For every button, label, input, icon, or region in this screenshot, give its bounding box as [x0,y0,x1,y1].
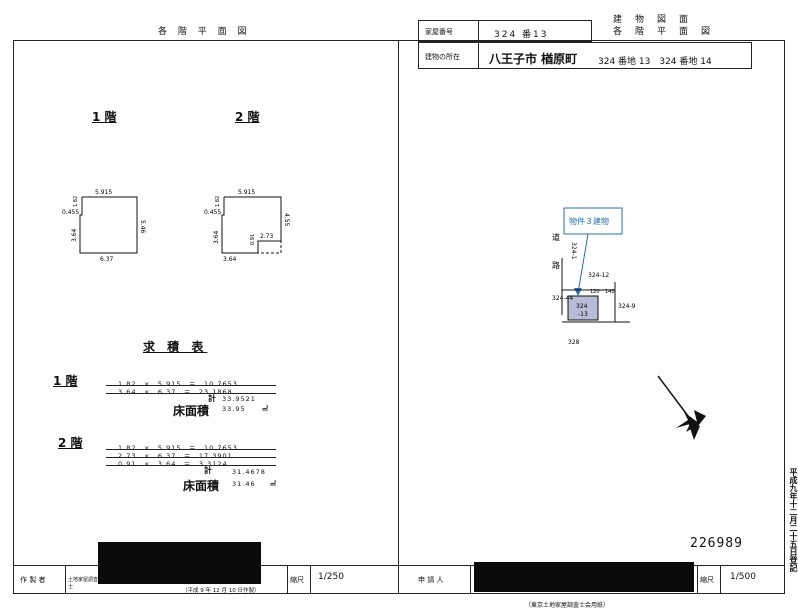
footer-right-divider-3 [720,565,721,594]
footer-left-divider-2 [287,565,288,594]
area-floor2-rule1 [106,449,276,450]
footer-left-divider-1 [65,565,66,594]
callout-arrowhead [574,288,582,296]
floor-plans: 5.915 1.82 0.455 5.46 3.64 6.37 5.915 1.… [62,189,290,263]
dim-140: 140 [605,289,615,295]
area-floor1-total-value: 33.9521 [222,395,256,403]
f2-dim-top: 5.915 [238,189,255,196]
area-floor2-floor-area-value: 31.46 [232,480,256,488]
f2-dim-notch: 0.455 [204,209,221,216]
property-label-2: -13 [578,311,588,318]
house-number-box [418,20,592,42]
footer-caption: （東京土地家屋調査士会用紙） [525,602,610,609]
site-map: 物件３建物 道 路 324-1 324-12 324-44 324-9 328 … [552,207,636,346]
location-box [418,42,752,69]
area-floor2-label: 2 階 [58,436,83,450]
footer-left-divider-3 [310,565,311,594]
f2-dim-inner-v: 0.91 [250,234,256,245]
area-floor1-row2: 3.64 × 6.37 ＝ 23.1868 [118,388,233,396]
floor2-label: 2 階 [235,110,260,124]
lot-324-44: 324-44 [552,295,573,302]
floor1-plan [79,196,138,254]
callout-box [563,207,623,235]
f1-dim-notch: 0.455 [62,209,79,216]
maker-date-note: （平成 9 年 12 月 10 日作製） [182,588,260,594]
location-value: 八王子市 楢原町 [489,52,578,66]
right-sheet-title-1: 建 物 図 面 [613,15,691,25]
area-floor1-floor-area-value: 33.95 [222,405,246,413]
road-label-1: 道 [552,232,560,242]
f2-dim-bottom: 3.64 [223,256,237,263]
dim-120: 120 [590,289,600,295]
f2-dim-left-top: 1.82 [215,196,221,207]
f1-dim-bottom: 6.37 [100,256,114,263]
registration-stamp: 平成九年十二月二十五日登記 [789,468,798,572]
area-floor2-row2: 2.73 × 6.37 ＝ 17.3901 [118,452,233,460]
lot-324-9: 324-9 [618,303,636,310]
footer-right-divider-1 [470,565,471,594]
house-number-label: 家屋番号 [425,28,453,36]
f1-dim-right: 5.46 [139,220,146,234]
property-parcel [567,295,599,321]
area-floor2-floor-area-label: 床面積 [183,479,220,493]
house-number-value: 324 番13 [494,30,549,40]
area-floor1-unit: ㎡ [262,406,269,413]
footer-line [13,565,785,566]
north-arrow-icon [657,375,706,440]
area-floor1-row1: 1.82 × 5.915 ＝ 10.7653 [118,380,238,388]
applicant-label: 申 請 人 [418,576,444,584]
f2-dim-inner-h: 2.73 [260,233,274,240]
area-floor1-rule2 [106,393,276,394]
scale-label-right: 縮尺 [700,576,714,584]
floor2-plan [221,196,282,254]
scale-label-left: 縮尺 [290,576,304,584]
area-floor2-total-label: 計 [204,466,212,475]
house-number-divider [478,20,479,69]
maker-label: 作 製 者 [20,576,46,584]
floor1-outline [79,196,138,254]
floor2-dashed [257,241,282,254]
drawing-frame [13,40,785,594]
f2-dim-right: 4.55 [283,213,290,227]
applicant-redaction [474,562,694,592]
f1-dim-left-top: 1.82 [73,196,79,207]
callout-arrow [577,233,589,294]
location-label: 建物の所在 [425,53,460,61]
registration-number: 226989 [690,536,743,551]
area-floor2-rule3 [106,465,276,466]
lot-324-12: 324-12 [588,272,609,279]
area-floor2-unit: ㎡ [270,481,277,488]
area-floor2-total-value: 31.4678 [232,468,266,476]
area-floor1-floor-area-label: 床面積 [173,404,210,418]
scale-value-right: 1/500 [730,572,756,582]
scale-value-left: 1/250 [318,572,344,582]
floor1-label: 1 階 [92,110,117,124]
area-table-title: 求 積 表 [143,340,208,354]
area-floor1-label: 1 階 [53,374,78,388]
area-floor1-total-label: 計 [208,394,216,403]
footer-right-divider-2 [697,565,698,594]
area-floor1-rule1 [106,385,276,386]
maker-redaction [98,542,261,584]
area-floor2-row1: 1.82 × 5.915 ＝ 10.7653 [118,444,238,452]
right-sheet-title-2: 各 階 平 面 図 [613,27,713,37]
center-divider [398,40,399,594]
area-floor2-rule2 [106,457,276,458]
lot-numbers: 324 番地 13 324 番地 14 [598,57,712,67]
left-sheet-title: 各 階 平 面 図 [158,27,251,37]
callout-text: 物件３建物 [569,216,609,226]
f1-dim-left: 3.64 [71,228,78,242]
lot-328: 328 [568,339,580,346]
f2-dim-left: 3.64 [213,230,220,244]
maker-sub: 土地家屋調査士 [68,577,99,590]
road-label-2: 路 [552,260,560,270]
lot-324-1: 324-1 [570,242,577,260]
area-floor2-row3: 0.91 × 3.64 ＝ 3.3124 [118,460,228,468]
f1-dim-top: 5.915 [95,189,112,196]
property-label: 324 [576,303,588,310]
